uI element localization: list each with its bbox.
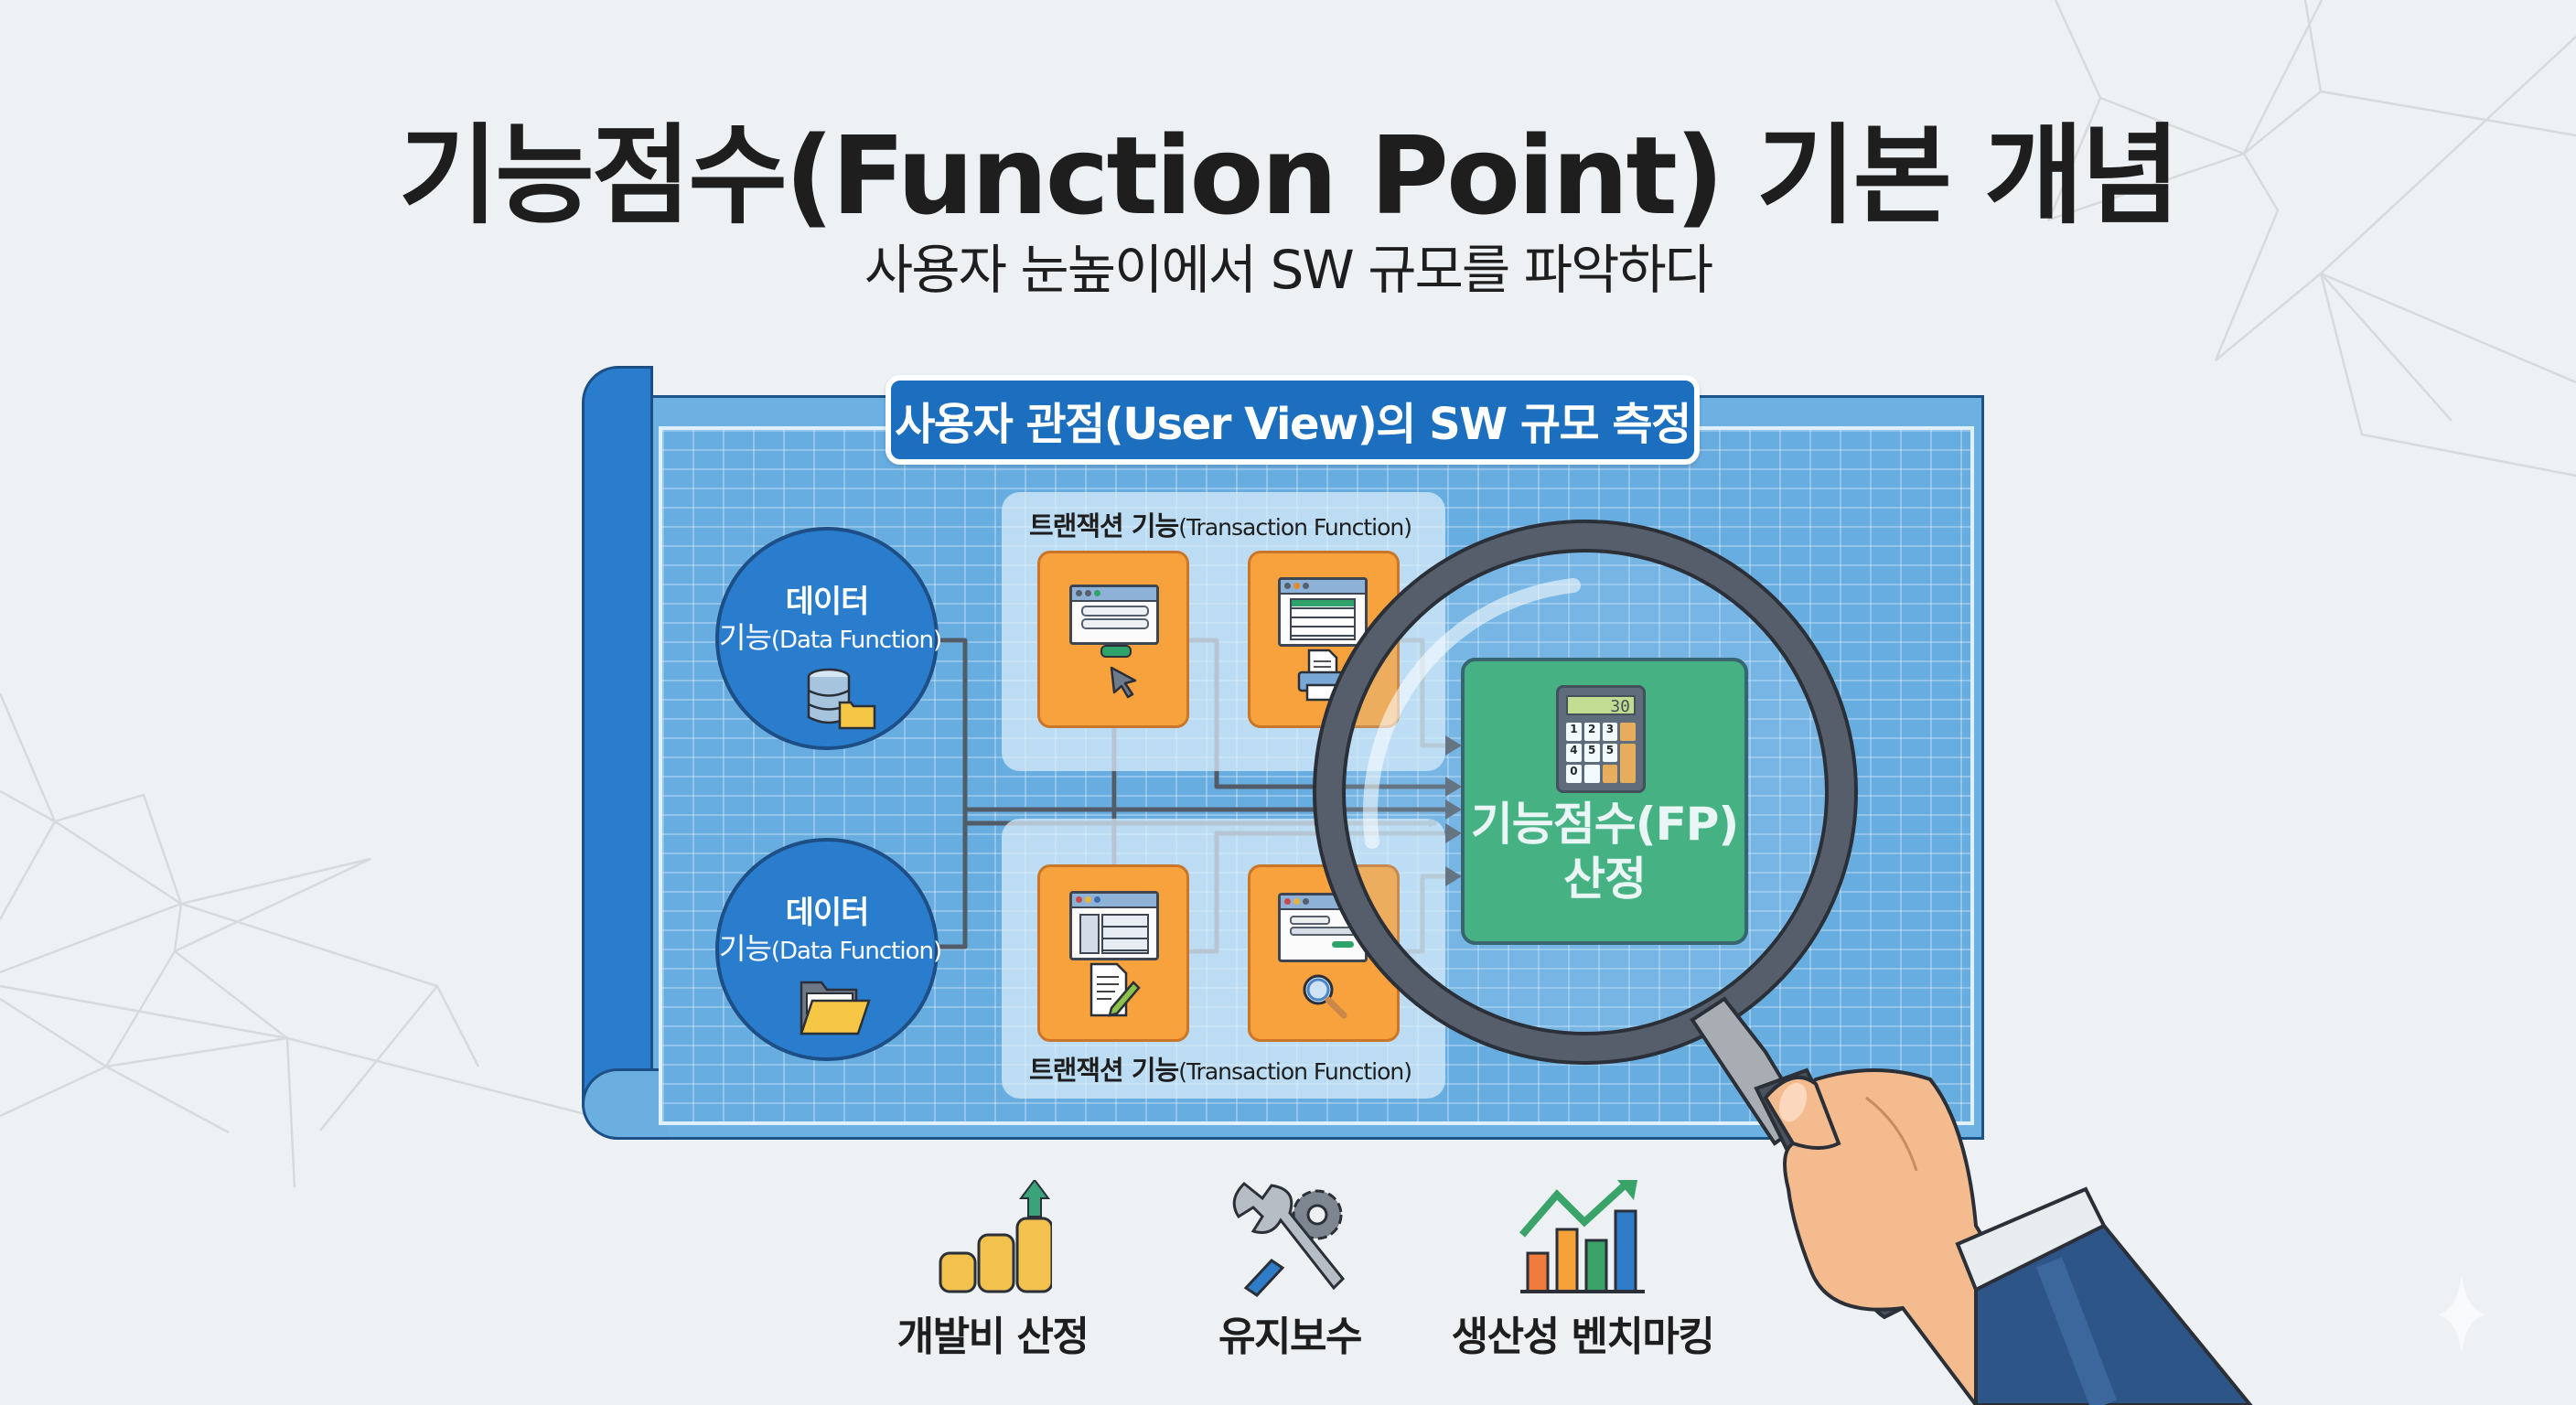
cursor-arrow-icon <box>1110 666 1137 699</box>
transaction-card-report <box>1248 551 1400 728</box>
key: 5 <box>1602 744 1618 762</box>
application-label-benchmark: 생산성 벤치마킹 <box>1451 1314 1715 1360</box>
key: 4 <box>1566 744 1582 762</box>
page-subtitle: 사용자 눈높이에서 SW 규모를 파악하다 <box>864 239 1713 301</box>
wrench-gear-icon <box>1232 1181 1346 1297</box>
data-function-label: 데이터 <box>785 895 870 931</box>
transaction-card-input <box>1037 551 1189 728</box>
key: 1 <box>1566 723 1582 741</box>
input-form-window-icon <box>1069 585 1159 645</box>
calculator-icon: 30 1 2 3 4 5 5 0 <box>1556 685 1646 793</box>
data-function-label: 데이터 <box>785 584 870 620</box>
search-form-window-icon <box>1278 893 1368 962</box>
database-folder-icon <box>807 668 876 730</box>
magnifier-search-icon <box>1303 974 1347 1019</box>
key: 2 <box>1583 723 1600 741</box>
transaction-label: 트랜잭션 기능(Transaction Function) <box>1029 510 1412 542</box>
transaction-label: 트랜잭션 기능(Transaction Function) <box>1029 1055 1412 1086</box>
data-function-sublabel: 기능(Data Function) <box>719 931 942 966</box>
key: 3 <box>1602 723 1618 741</box>
blueprint-roll-edge <box>582 366 653 1140</box>
key: 0 <box>1566 765 1582 783</box>
list-window-icon <box>1069 891 1159 960</box>
data-function-circle-upper: 데이터 기능(Data Function) <box>715 527 942 750</box>
fp-calculation-box: 30 1 2 3 4 5 5 0 기능점수(FP) 산정 <box>1461 658 1748 945</box>
data-function-sublabel: 기능(Data Function) <box>719 620 942 655</box>
key <box>1583 765 1600 783</box>
key <box>1602 765 1618 783</box>
sparkle-icon <box>2437 1273 2486 1356</box>
printer-icon <box>1297 649 1347 702</box>
data-function-circle-lower: 데이터 기능(Data Function) <box>715 838 942 1061</box>
blueprint-roll-curl <box>582 1068 667 1140</box>
submit-button-icon <box>1100 645 1132 658</box>
key <box>1620 744 1636 783</box>
key: 5 <box>1583 744 1600 762</box>
fp-label: 기능점수(FP) 산정 <box>1470 798 1740 906</box>
transaction-card-edit <box>1037 864 1189 1042</box>
calculator-display: 30 <box>1566 695 1636 716</box>
edit-document-icon <box>1089 962 1141 1017</box>
page-title: 기능점수(Function Point) 기본 개념 <box>398 113 2181 239</box>
transaction-card-search <box>1248 864 1400 1042</box>
coins-growth-icon <box>939 1180 1052 1293</box>
table-window-icon <box>1278 577 1368 647</box>
open-folder-icon <box>800 981 871 1035</box>
user-view-banner: 사용자 관점(User View)의 SW 규모 측정 <box>886 375 1700 465</box>
application-label-maintenance: 유지보수 <box>1218 1314 1362 1360</box>
application-label-cost: 개발비 산정 <box>896 1314 1089 1360</box>
key <box>1620 723 1636 741</box>
bar-chart-trend-icon <box>1519 1180 1645 1293</box>
